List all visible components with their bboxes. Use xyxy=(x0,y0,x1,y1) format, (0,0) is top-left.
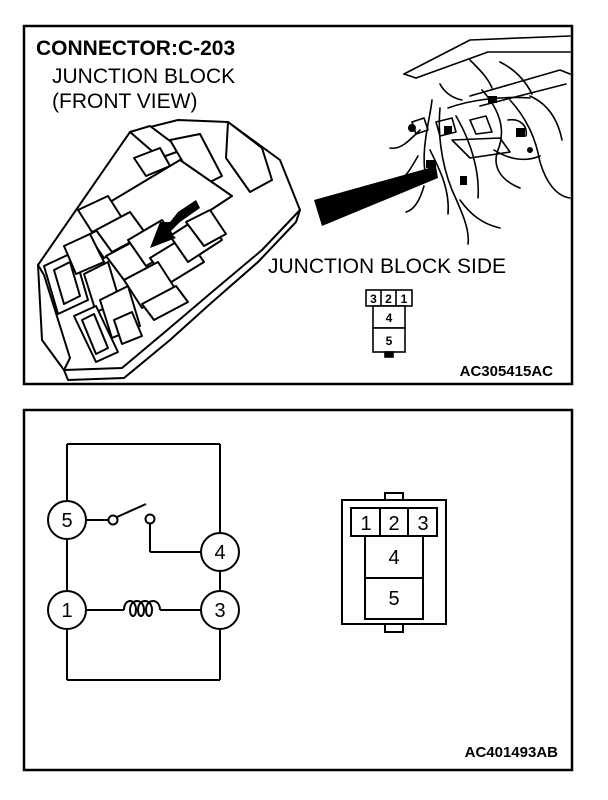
relay-schematic xyxy=(66,443,221,681)
top-figure-code: AC305415AC xyxy=(460,363,554,380)
small-pin-3: 3 xyxy=(370,292,377,306)
small-pin-4: 4 xyxy=(386,311,393,325)
connector-title: CONNECTOR:C-203 xyxy=(36,37,235,60)
location-arrow-icon xyxy=(150,200,200,248)
front-view-label: (FRONT VIEW) xyxy=(52,90,197,113)
small-pin-5: 5 xyxy=(386,334,393,348)
bottom-panel-frame xyxy=(22,408,574,772)
terminal-5-circle xyxy=(47,500,87,540)
terminal-3-label: 3 xyxy=(214,600,225,622)
terminal-4-circle xyxy=(200,532,240,572)
terminal-circles xyxy=(47,500,240,630)
connector-pin-4: 4 xyxy=(388,547,399,569)
connector-pin-5: 5 xyxy=(388,588,399,610)
terminal-5-label: 5 xyxy=(61,510,72,532)
top-panel-frame xyxy=(22,24,574,386)
connector-face-diagram xyxy=(341,492,447,633)
small-pin-1: 1 xyxy=(401,292,408,306)
callout-pointer xyxy=(314,166,438,226)
small-pin-2: 2 xyxy=(385,292,392,306)
terminal-4-label: 4 xyxy=(214,542,225,564)
junction-block-label: JUNCTION BLOCK xyxy=(52,65,235,88)
terminal-1-circle xyxy=(47,590,87,630)
bottom-figure-code: AC401493AB xyxy=(465,744,559,761)
small-connector-diagram xyxy=(365,289,413,358)
terminal-1-label: 1 xyxy=(61,600,72,622)
junction-block-illustration xyxy=(37,119,301,381)
vehicle-harness-illustration xyxy=(389,35,571,245)
junction-block-side-label: JUNCTION BLOCK SIDE xyxy=(268,255,506,278)
connector-pin-1: 1 xyxy=(360,513,371,535)
terminal-3-circle xyxy=(200,590,240,630)
connector-pin-3: 3 xyxy=(417,513,428,535)
connector-pin-2: 2 xyxy=(388,513,399,535)
